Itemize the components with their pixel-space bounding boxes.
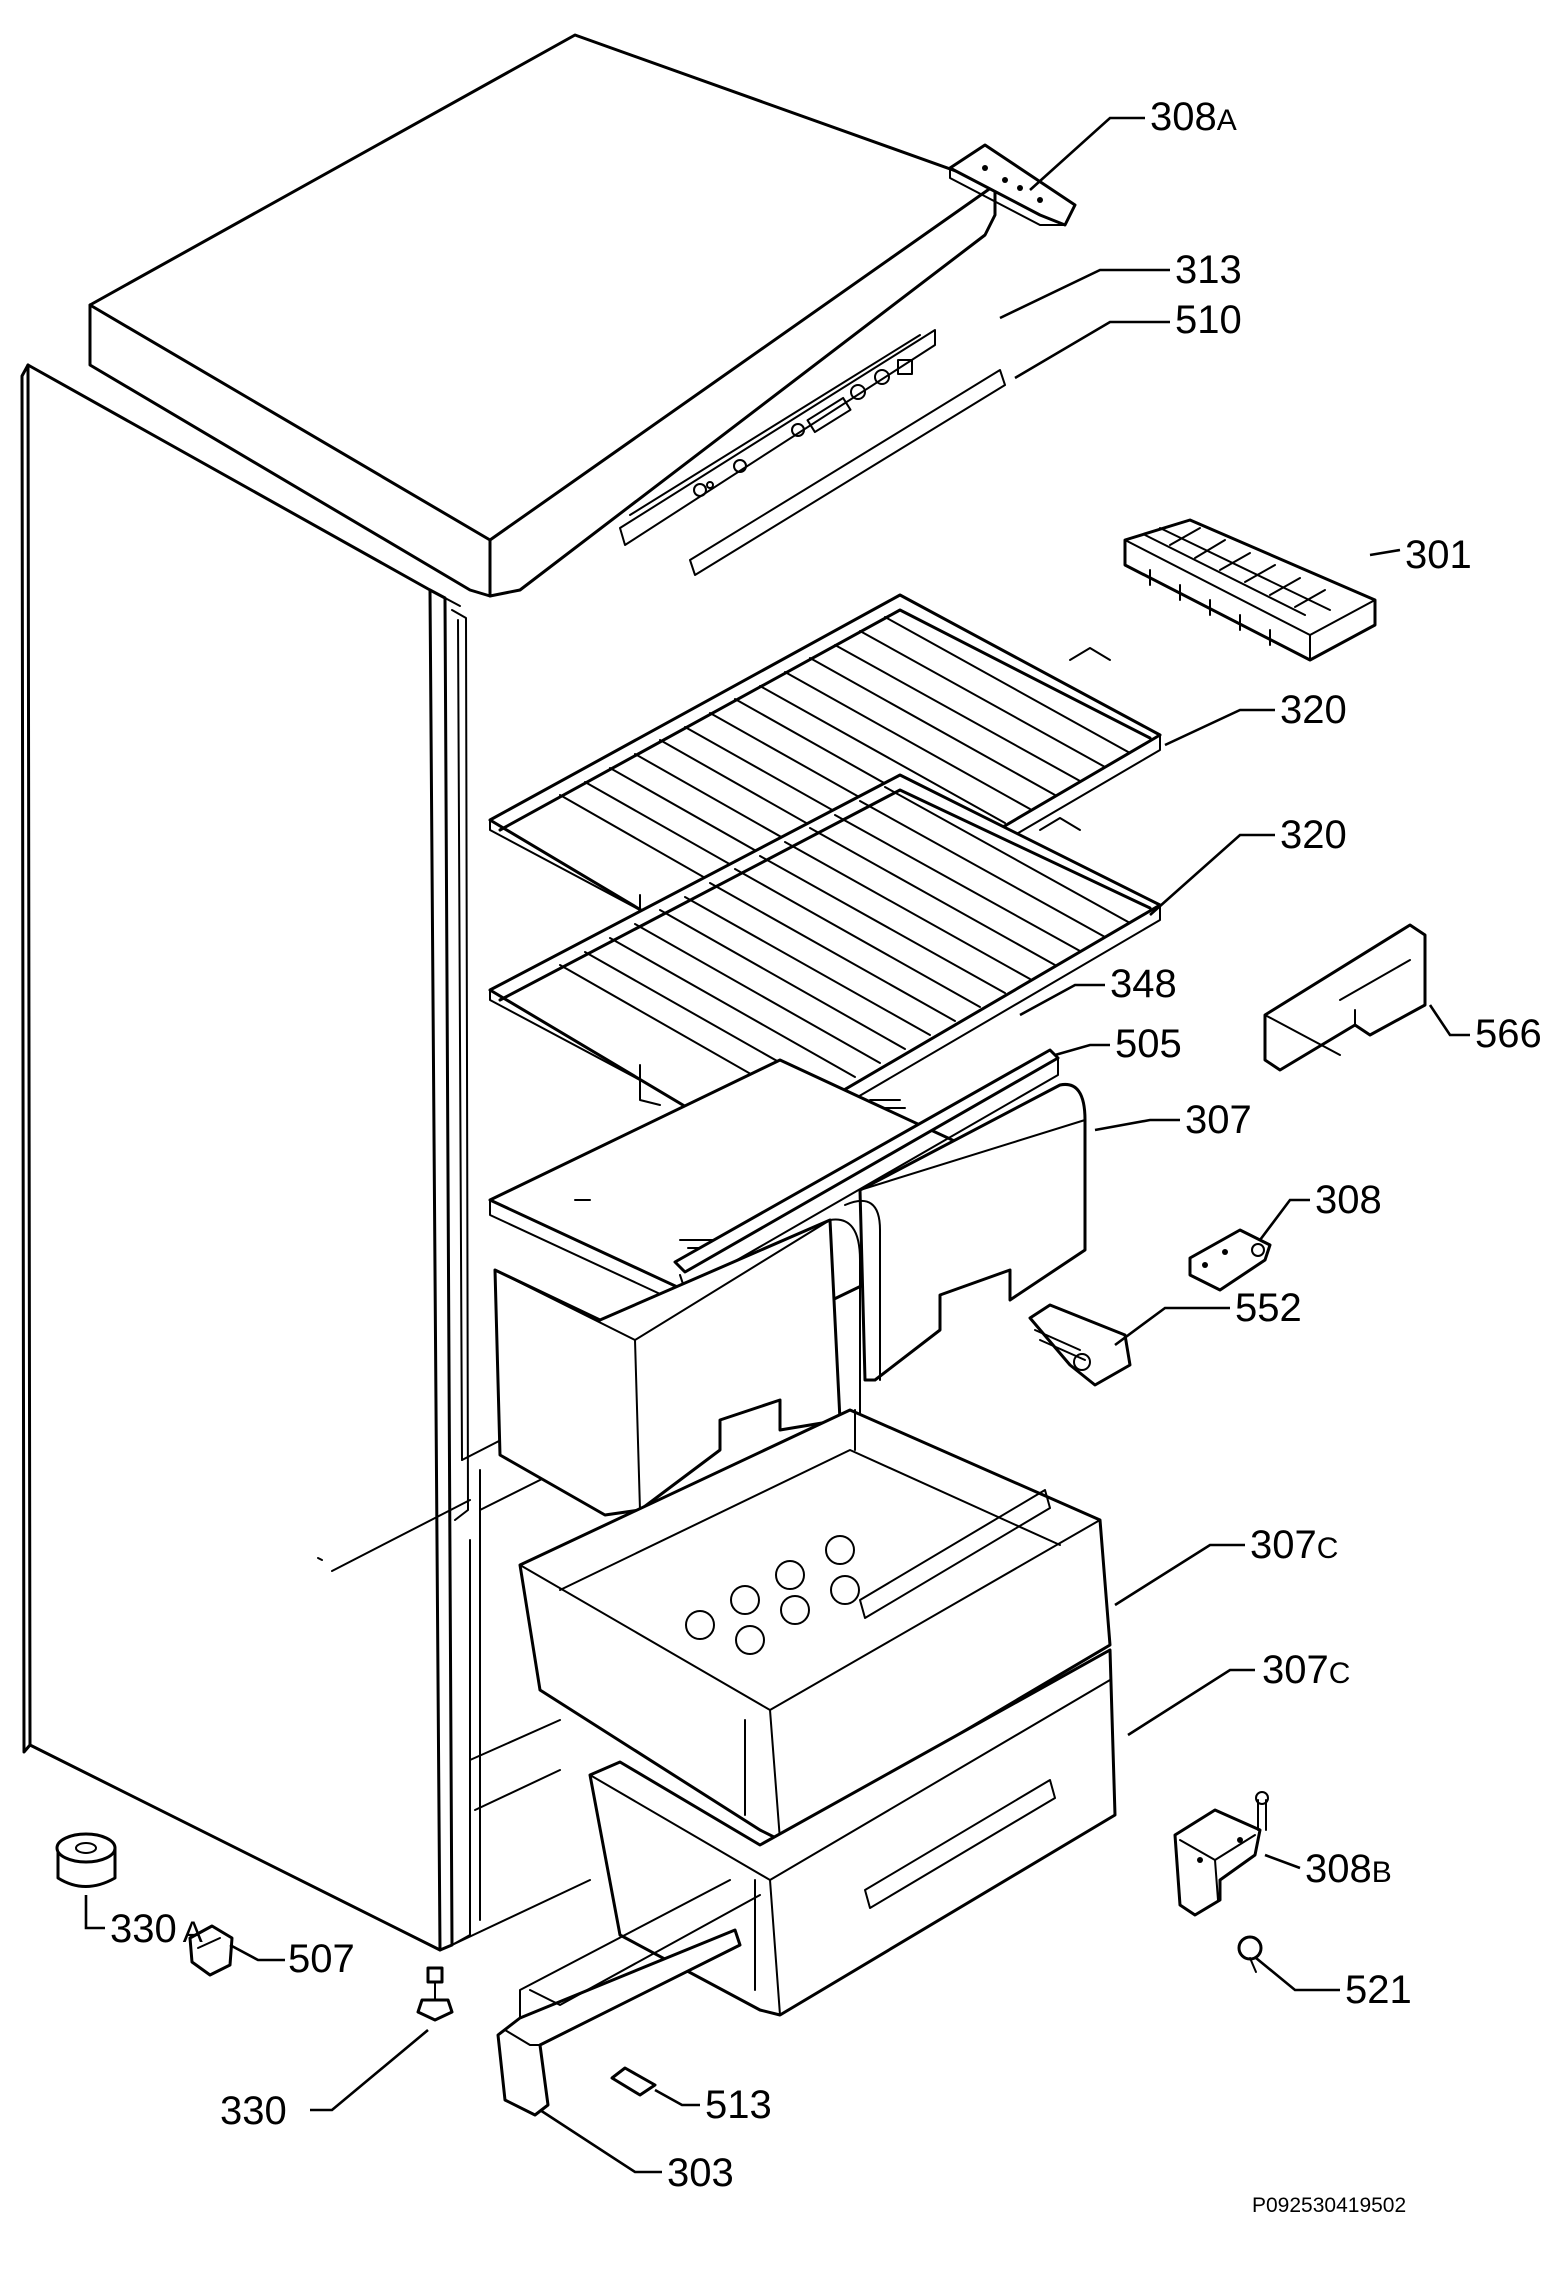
callout-510: 510: [1175, 298, 1242, 342]
callout-303: 303: [667, 2151, 734, 2195]
wire-shelf-lower-rods: [559, 786, 1131, 1106]
callout-307c-upper: 307C: [1250, 1523, 1338, 1567]
screw-521: [1237, 1935, 1263, 1973]
callout-301: 301: [1405, 533, 1472, 577]
callout-505: 505: [1115, 1022, 1182, 1066]
adjustable-foot-330: [416, 1966, 454, 2022]
clip-507: [188, 1924, 234, 1977]
callout-552: 552: [1235, 1286, 1302, 1330]
cabinet-body: [20, 363, 591, 1952]
callout-308b: 308B: [1305, 1847, 1392, 1891]
plinth-303: [496, 1879, 761, 2117]
top-cover: [88, 33, 997, 598]
door-bar-566: [1263, 923, 1427, 1072]
callout-566: 566: [1475, 1012, 1542, 1056]
leader-lines: [84, 116, 1470, 2174]
callout-330: 330: [220, 2089, 287, 2133]
hinge-308b: [1173, 1791, 1269, 1917]
callout-348: 348: [1110, 962, 1177, 1006]
hinge-308a: [948, 143, 1077, 227]
hinge-308: [1188, 1228, 1272, 1292]
callout-521: 521: [1345, 1968, 1412, 2012]
callout-513: 513: [705, 2083, 772, 2127]
drawing-code: P092530419502: [1252, 2194, 1406, 2217]
foot-330a: [55, 1832, 117, 1888]
wire-shelf-upper-rods: [559, 616, 1131, 936]
callout-320-lower: 320: [1280, 813, 1347, 857]
callout-308a: 308A: [1150, 95, 1237, 139]
drawer-basket-307: [493, 1082, 1087, 1517]
callout-307c-lower: 307C: [1262, 1648, 1350, 1692]
ice-cube-tray: [1123, 518, 1377, 662]
callout-labels: 308A 313 510 301 320 320 348 505 566 307…: [110, 95, 1542, 2217]
callout-507: 507: [288, 1937, 355, 1981]
cover-513: [610, 2066, 657, 2097]
callout-320-upper: 320: [1280, 688, 1347, 732]
rail-552: [1028, 1303, 1132, 1387]
callout-307: 307: [1185, 1098, 1252, 1142]
trim-strip: [689, 369, 1006, 576]
callout-308: 308: [1315, 1178, 1382, 1222]
callout-313: 313: [1175, 248, 1242, 292]
